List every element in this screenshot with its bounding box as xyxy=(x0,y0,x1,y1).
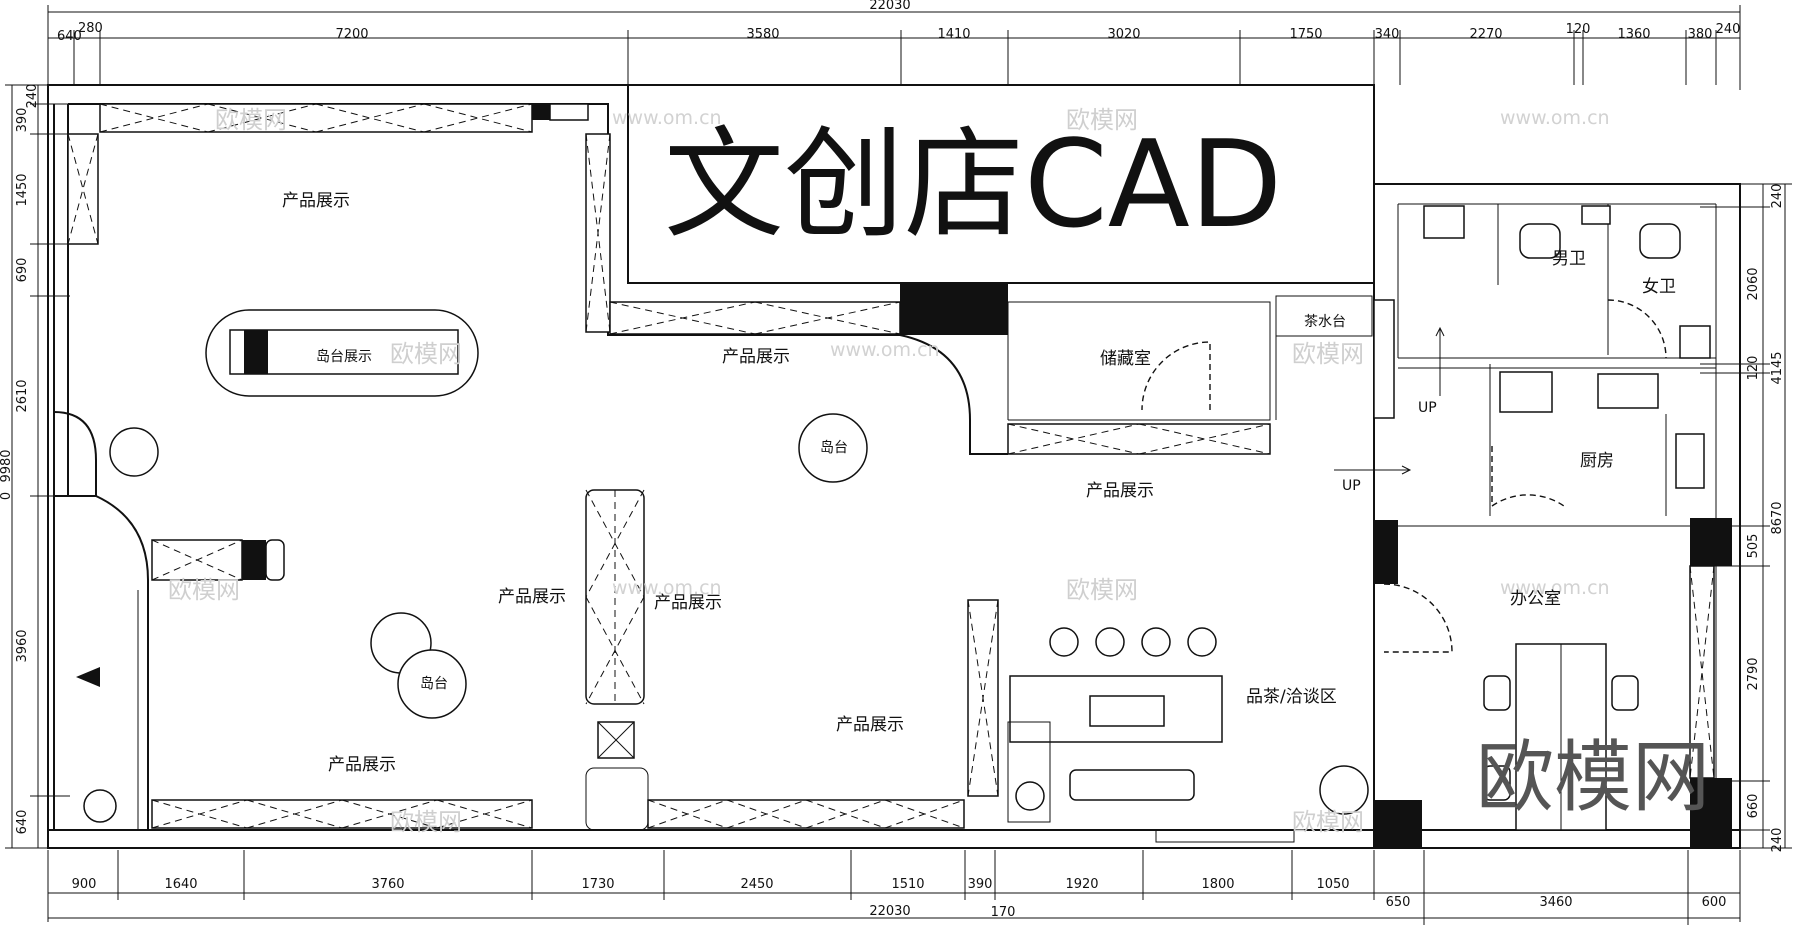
dim-left-3: 1450 xyxy=(15,173,30,206)
watermark-brand: 欧模网 xyxy=(390,808,462,836)
dimension-lines xyxy=(5,5,1792,925)
watermark-brand: 欧模网 xyxy=(1292,808,1364,836)
label-product-display: 产品展示 xyxy=(722,347,790,367)
dim-right-upper-total: 4145 xyxy=(1770,351,1785,384)
label-island: 岛台 xyxy=(420,676,448,692)
dim-right-3: 120 xyxy=(1746,356,1761,381)
watermark-brand: 欧模网 xyxy=(1066,106,1138,134)
dim-top-9: 2270 xyxy=(1469,27,1502,42)
dim-left-zero: 0 xyxy=(0,492,14,500)
dim-bottom-13: 600 xyxy=(1702,895,1727,910)
dim-bottom-4: 1730 xyxy=(581,877,614,892)
watermark-brand: 欧模网 xyxy=(215,106,287,134)
watermark-url: www.om.cn xyxy=(612,107,722,129)
dim-right-6: 660 xyxy=(1746,794,1761,819)
furniture xyxy=(76,205,1711,831)
dim-right-7: 240 xyxy=(1770,828,1785,853)
dim-top-3: 7200 xyxy=(335,27,368,42)
label-tea-lounge: 品茶/洽谈区 xyxy=(1246,687,1337,707)
label-kitchen: 厨房 xyxy=(1580,451,1614,471)
dim-bottom-9: 1800 xyxy=(1201,877,1234,892)
dim-top-5: 1410 xyxy=(937,27,970,42)
watermark-url: www.om.cn xyxy=(612,577,722,599)
doors xyxy=(1141,299,1667,653)
dim-top-13: 240 xyxy=(1716,22,1741,37)
label-female-wc: 女卫 xyxy=(1642,277,1676,297)
dim-bottom-11: 650 xyxy=(1386,895,1411,910)
label-office: 办公室 xyxy=(1510,589,1561,609)
label-island-display: 岛台展示 xyxy=(316,349,372,365)
dim-bottom-1: 900 xyxy=(72,877,97,892)
label-product-display: 产品展示 xyxy=(328,755,396,775)
label-tea-bar: 茶水台 xyxy=(1304,314,1346,330)
dim-bottom-5: 2450 xyxy=(740,877,773,892)
room-labels: 产品展示 岛台展示 产品展示 岛台 储藏室 茶水台 产品展示 男卫 女卫 厨房 … xyxy=(282,191,1676,775)
dim-top-1: 640 xyxy=(57,29,82,44)
dim-bottom-7: 390 xyxy=(968,877,993,892)
dim-top-8: 340 xyxy=(1375,27,1400,42)
dim-bottom-10: 1050 xyxy=(1316,877,1349,892)
watermark-url: www.om.cn xyxy=(1500,577,1610,599)
watermark-brand: 欧模网 xyxy=(168,576,240,604)
label-product-display: 产品展示 xyxy=(498,587,566,607)
dim-right-2: 2060 xyxy=(1746,267,1761,300)
dim-top-11: 1360 xyxy=(1617,27,1650,42)
dim-right-5: 2790 xyxy=(1746,657,1761,690)
label-product-display: 产品展示 xyxy=(1086,481,1154,501)
dim-top-6: 3020 xyxy=(1107,27,1140,42)
watermark-brand-large: 欧模网 xyxy=(1476,733,1710,823)
dim-bottom-12: 3460 xyxy=(1539,895,1572,910)
dim-left-5: 2610 xyxy=(15,379,30,412)
dim-left-6: 3960 xyxy=(15,629,30,662)
drawing-title: 文创店CAD xyxy=(664,116,1282,255)
dim-left-4: 690 xyxy=(15,258,30,283)
label-island: 岛台 xyxy=(820,440,848,456)
walls xyxy=(47,84,1741,849)
dim-top-12: 380 xyxy=(1688,27,1713,42)
watermark-brand: 欧模网 xyxy=(1066,576,1138,604)
dim-bottom-total-note: 170 xyxy=(991,905,1016,920)
dim-bottom-6: 1510 xyxy=(891,877,924,892)
label-product-display: 产品展示 xyxy=(282,191,350,211)
watermarks: 欧模网 欧模网 欧模网 欧模网 欧模网 欧模网 欧模网 欧模网 www.om.c… xyxy=(168,106,1710,836)
dim-top-4: 3580 xyxy=(746,27,779,42)
dim-bottom-total: 22030 xyxy=(869,904,910,919)
label-up: UP xyxy=(1342,478,1361,494)
dim-bottom-8: 1920 xyxy=(1065,877,1098,892)
watermark-brand: 欧模网 xyxy=(390,340,462,368)
dim-right-1: 240 xyxy=(1770,184,1785,209)
dim-top-10: 120 xyxy=(1566,22,1591,37)
watermark-url: www.om.cn xyxy=(1500,107,1610,129)
label-up: UP xyxy=(1418,400,1437,416)
dim-left-2: 390 xyxy=(15,108,30,133)
display-cabinets xyxy=(67,103,1715,829)
label-storage: 储藏室 xyxy=(1100,349,1151,369)
watermark-url: www.om.cn xyxy=(830,339,940,361)
label-product-display: 产品展示 xyxy=(836,715,904,735)
dim-left-7: 640 xyxy=(15,810,30,835)
dim-bottom-3: 3760 xyxy=(371,877,404,892)
label-product-display: 产品展示 xyxy=(654,593,722,613)
dim-bottom-2: 1640 xyxy=(164,877,197,892)
dim-right-lower-total: 8670 xyxy=(1770,501,1785,534)
dim-top-7: 1750 xyxy=(1289,27,1322,42)
dim-left-total: 9980 xyxy=(0,449,14,482)
dim-top-total: 22030 xyxy=(869,0,910,13)
dim-right-4: 505 xyxy=(1746,534,1761,559)
dim-left-1: 240 xyxy=(25,84,40,109)
dim-top-2: 280 xyxy=(78,21,103,36)
label-male-wc: 男卫 xyxy=(1552,249,1586,269)
watermark-brand: 欧模网 xyxy=(1292,340,1364,368)
